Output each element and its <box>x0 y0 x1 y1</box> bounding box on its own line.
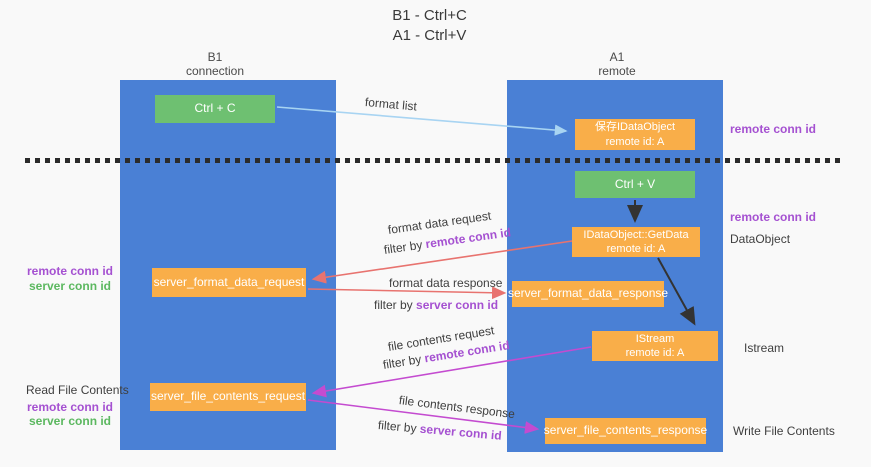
label-filter-format-response: filter by server conn id <box>374 298 498 312</box>
annotation-remote-conn-id-mid: remote conn id <box>730 210 817 224</box>
save-idataobject-line2: remote id: A <box>605 135 665 148</box>
diagram-title: B1 - Ctrl+C A1 - Ctrl+V <box>357 6 502 47</box>
server-file-contents-request-label: server_file_contents_request <box>150 389 306 404</box>
filter-key-server-conn-id: server conn id <box>416 298 499 312</box>
node-ctrl-c: Ctrl + C <box>155 95 275 123</box>
label-format-data-response: format data response <box>389 276 503 290</box>
node-server-format-data-request: server_format_data_request <box>152 268 306 297</box>
ctrl-v-label: Ctrl + V <box>614 176 656 191</box>
lane-header-a1: A1 remote <box>557 50 677 79</box>
annotation-remote-conn-id-top: remote conn id <box>730 122 817 136</box>
lane-a1-name: A1 <box>609 50 625 64</box>
title-line-1: B1 - Ctrl+C <box>392 7 467 24</box>
dashed-separator-line <box>25 158 844 163</box>
label-format-list: format list <box>364 95 418 114</box>
node-ctrl-v: Ctrl + V <box>575 171 695 198</box>
lane-header-b1: B1 connection <box>155 50 275 79</box>
filter-prefix: filter by <box>381 352 423 372</box>
istream-line1: IStream <box>635 332 675 345</box>
save-idataobject-line1: 保存IDataObject <box>594 121 676 134</box>
lane-a1-subtitle: remote <box>598 64 636 79</box>
server-format-data-request-label: server_format_data_request <box>153 274 305 289</box>
lane-b1-name: B1 <box>207 50 223 64</box>
node-server-file-contents-response: server_file_contents_response <box>543 418 708 444</box>
filter-prefix: filter by <box>377 418 418 436</box>
annotation-left-remote-conn-id-bottom: remote conn id <box>26 400 113 414</box>
getdata-line2: remote id: A <box>606 243 666 255</box>
label-filter-file-response: filter by server conn id <box>377 418 502 443</box>
getdata-line1: IDataObject::GetData <box>583 228 689 241</box>
server-file-contents-response-label: server_file_contents_response <box>543 423 708 438</box>
filter-key-server-conn-id: server conn id <box>419 421 503 443</box>
annotation-read-file-contents: Read File Contents <box>26 383 129 397</box>
server-format-data-response-label: server_format_data_response <box>507 286 669 301</box>
annotation-dataobject: DataObject <box>730 232 791 246</box>
title-line-2: A1 - Ctrl+V <box>392 27 467 45</box>
label-file-contents-response: file contents response <box>398 393 516 422</box>
annotation-istream: Istream <box>744 341 785 355</box>
annotation-left-server-conn-id-top: server conn id <box>28 279 112 293</box>
ctrl-c-label: Ctrl + C <box>194 101 236 116</box>
annotation-write-file-contents: Write File Contents <box>733 424 835 438</box>
annotation-left-server-conn-id-bottom: server conn id <box>28 414 112 428</box>
node-save-idataobject: 保存IDataObject remote id: A <box>575 119 695 150</box>
filter-prefix: filter by <box>383 237 424 257</box>
annotation-left-remote-conn-id-top: remote conn id <box>26 264 113 278</box>
lane-b1-subtitle: connection <box>185 64 245 79</box>
node-server-file-contents-request: server_file_contents_request <box>150 383 306 411</box>
node-idataobject-getdata: IDataObject::GetData remote id: A <box>572 227 700 257</box>
filter-prefix: filter by <box>374 298 413 312</box>
node-istream: IStream remote id: A <box>592 331 718 361</box>
istream-line2: remote id: A <box>625 347 685 359</box>
node-server-format-data-response: server_format_data_response <box>508 281 668 307</box>
